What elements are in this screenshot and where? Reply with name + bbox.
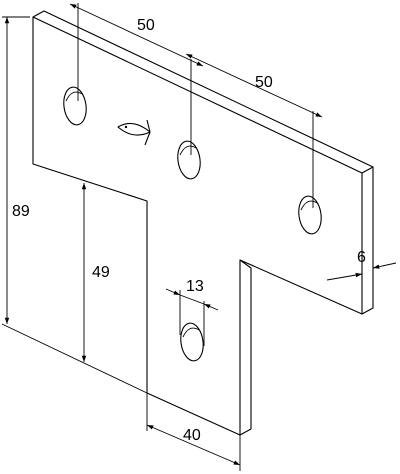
hole-3 [298,195,322,235]
dim-label-49: 49 [92,264,110,281]
dim-hole-spacing-right: 50 [185,53,323,208]
dim-stem-height: 49 [81,183,110,362]
dim-label-40: 40 [183,427,201,444]
dim-hole-diameter: 13 [165,278,219,346]
dim-label-6: 6 [357,249,366,266]
hole-4 [180,322,204,362]
plate-top-edge [32,10,374,174]
dim-overall-height: 89 [1,16,148,394]
dim-label-50-right: 50 [255,74,273,91]
dim-hole-spacing-left: 50 [69,3,204,155]
plate-right-edge [361,167,374,315]
hole-2 [177,140,201,180]
mounting-holes [63,86,322,362]
stem-edge [239,259,252,436]
fish-logo [117,119,151,146]
plate-front-face [32,16,363,436]
hole-1 [63,86,87,126]
dim-label-13: 13 [186,278,204,295]
dim-thickness: 6 [326,249,397,285]
dim-stem-width: 40 [146,393,241,471]
dim-label-89: 89 [12,203,30,220]
dim-label-50-left: 50 [137,17,155,34]
